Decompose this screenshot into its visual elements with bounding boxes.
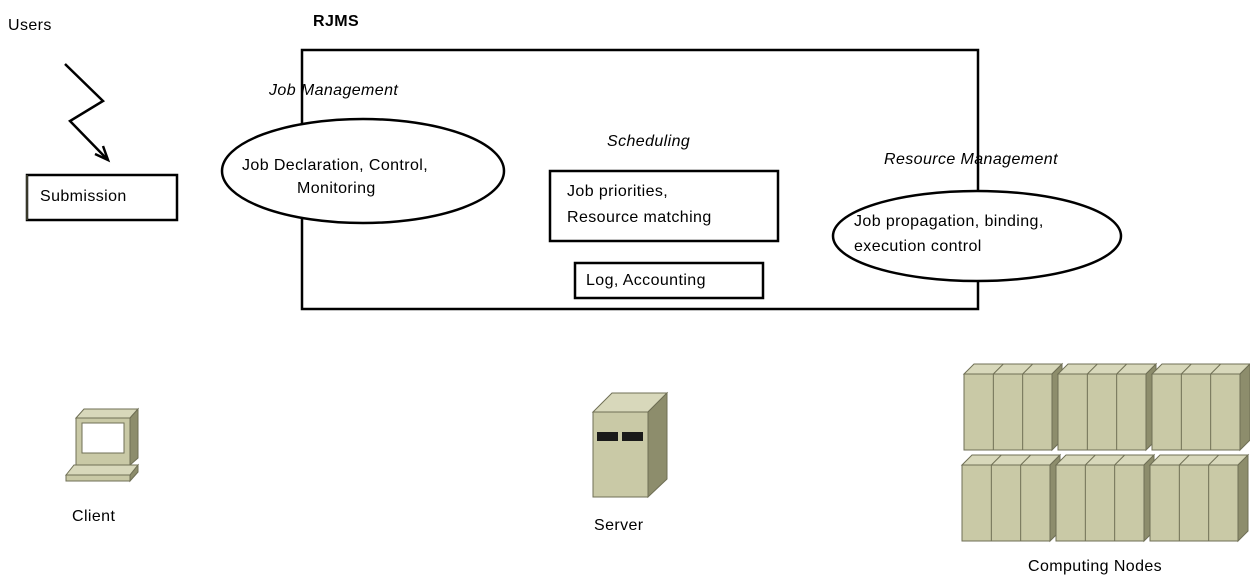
computing-nodes-label: Computing Nodes — [1028, 558, 1162, 575]
users-label: Users — [8, 17, 52, 34]
scheduling-line-2: Resource matching — [567, 209, 712, 226]
log-accounting-box: Log, Accounting — [573, 261, 765, 300]
desktop-computer-icon — [64, 407, 140, 483]
submission-box: Submission — [25, 173, 179, 222]
resource-management-line-2: execution control — [854, 238, 982, 255]
rack-node-unit — [1148, 453, 1250, 543]
tower-server-icon — [591, 391, 669, 499]
rack-node-unit — [960, 453, 1062, 543]
scheduling-title: Scheduling — [607, 133, 690, 150]
submission-label: Submission — [40, 188, 127, 205]
rack-node-unit — [1056, 362, 1158, 452]
resource-management-title: Resource Management — [884, 151, 1058, 168]
job-management-title: Job Management — [268, 82, 398, 99]
lightning-arrow-icon — [64, 63, 111, 163]
resource-management-ellipse: Job propagation, binding, execution cont… — [831, 189, 1123, 283]
server-rack-cluster-icon — [960, 362, 1250, 543]
resource-management-line-1: Job propagation, binding, — [854, 213, 1044, 230]
rjms-title: RJMS — [313, 13, 359, 30]
server-label: Server — [594, 517, 644, 534]
scheduling-line-1: Job priorities, — [567, 183, 668, 200]
rack-node-unit — [1054, 453, 1156, 543]
rack-node-unit — [962, 362, 1064, 452]
scheduling-box: Job priorities, Resource matching — [548, 169, 780, 243]
log-accounting-label: Log, Accounting — [586, 272, 706, 289]
client-label: Client — [72, 508, 115, 525]
job-management-ellipse: Job Declaration, Control, Monitoring — [220, 117, 506, 225]
job-management-line-1: Job Declaration, Control, — [242, 157, 428, 174]
job-management-line-2: Monitoring — [297, 180, 376, 197]
rack-node-unit — [1150, 363, 1250, 452]
